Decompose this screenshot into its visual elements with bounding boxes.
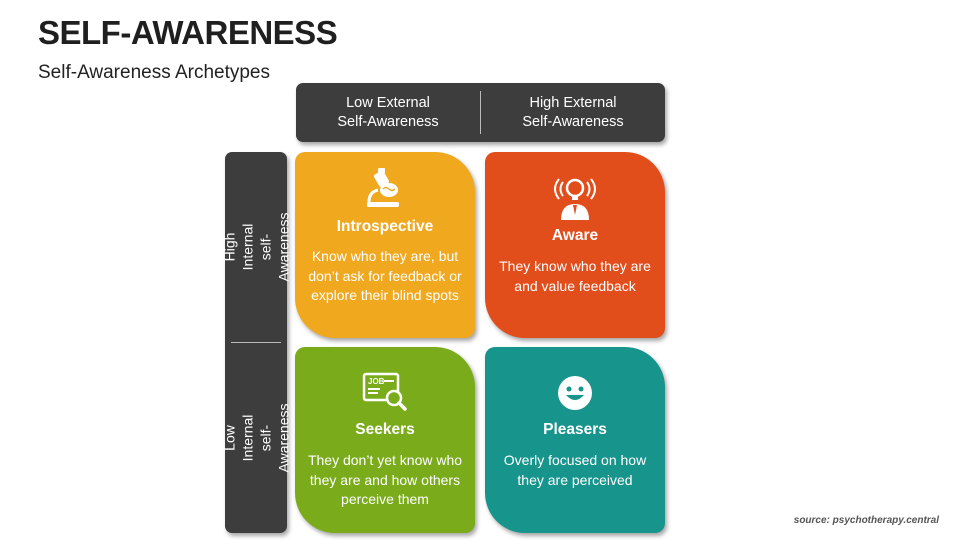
row-header-bar: High Internal self-Awareness Low Interna… — [221, 152, 291, 533]
page-title: SELF-AWARENESS — [38, 14, 338, 51]
quadrant-introspective: Introspective Know who they are, but don… — [295, 152, 475, 338]
row-header-low-internal: Low Internal self-Awareness — [221, 343, 291, 533]
person-lightbulb-icon — [485, 174, 665, 220]
quadrant-title: Seekers — [355, 421, 415, 438]
quadrant-title: Pleasers — [543, 421, 607, 438]
svg-text:JOB: JOB — [368, 377, 385, 386]
job-search-icon: JOB — [295, 371, 475, 411]
quadrant-seekers: JOB Seekers They don’t yet know who they… — [295, 347, 475, 533]
row-header-high-internal: High Internal self-Awareness — [221, 152, 291, 342]
quadrant-title: Introspective — [336, 218, 434, 235]
column-header-bar: Low External Self-Awareness High Externa… — [296, 83, 665, 142]
column-divider — [480, 91, 481, 134]
microscope-brain-icon — [295, 166, 475, 210]
row-header-high-internal-label: High Internal self-Awareness — [221, 212, 291, 282]
quadrant-description: Know who they are, but don’t ask for fee… — [308, 248, 462, 303]
page-subtitle: Self-Awareness Archetypes — [38, 62, 270, 83]
column-header-low-external: Low External Self-Awareness — [337, 94, 439, 130]
source-citation: source: psychotherapy.central — [793, 515, 939, 526]
quadrant-pleasers: Pleasers Overly focused on how they are … — [485, 347, 665, 533]
smiley-face-icon — [485, 374, 665, 412]
quadrant-description: They don’t yet know who they are and how… — [307, 452, 463, 507]
quadrant-title: Aware — [551, 227, 599, 244]
quadrant-description: They know who they are and value feedbac… — [499, 258, 651, 294]
column-header-high-external: High External Self-Awareness — [522, 94, 624, 130]
quadrant-description: Overly focused on how they are perceived — [503, 452, 647, 488]
row-header-low-internal-label: Low Internal self-Awareness — [221, 403, 291, 473]
quadrant-aware: Aware They know who they are and value f… — [485, 152, 665, 338]
row-divider — [231, 342, 281, 343]
